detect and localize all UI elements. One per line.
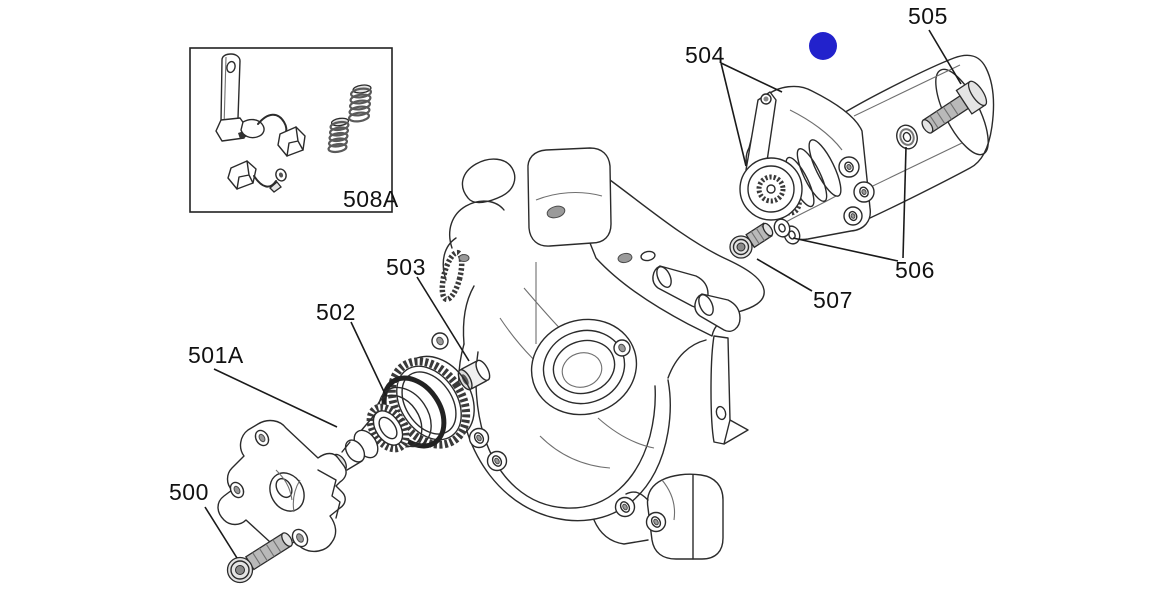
washer-506a: [896, 124, 918, 150]
blue-dot-marker: [809, 32, 837, 60]
leader-lines: [204, 29, 962, 559]
mounting-bracket-501a: [217, 419, 347, 553]
callout-500: 500: [169, 479, 209, 505]
callout-504: 504: [685, 42, 725, 68]
bolt-500: [226, 532, 293, 584]
brush-springs: [327, 84, 373, 154]
callout-505: 505: [908, 3, 948, 29]
motor-bolt-505: [921, 80, 988, 134]
bolt-507: [729, 222, 774, 259]
callout-506: 506: [895, 257, 935, 283]
callout-502: 502: [316, 299, 356, 325]
callout-503: 503: [386, 254, 426, 280]
inset-box-508a: [189, 47, 393, 213]
brush-with-lead: [227, 160, 287, 193]
starter-clutch-gear: [331, 355, 475, 473]
crankcase: [431, 147, 765, 560]
brush-holder-bracket: [215, 53, 306, 157]
starter-motor-assembly: [729, 54, 995, 259]
inset-label-508a: 508A: [343, 186, 399, 212]
callout-507: 507: [813, 287, 853, 313]
callout-501a: 501A: [188, 342, 244, 368]
